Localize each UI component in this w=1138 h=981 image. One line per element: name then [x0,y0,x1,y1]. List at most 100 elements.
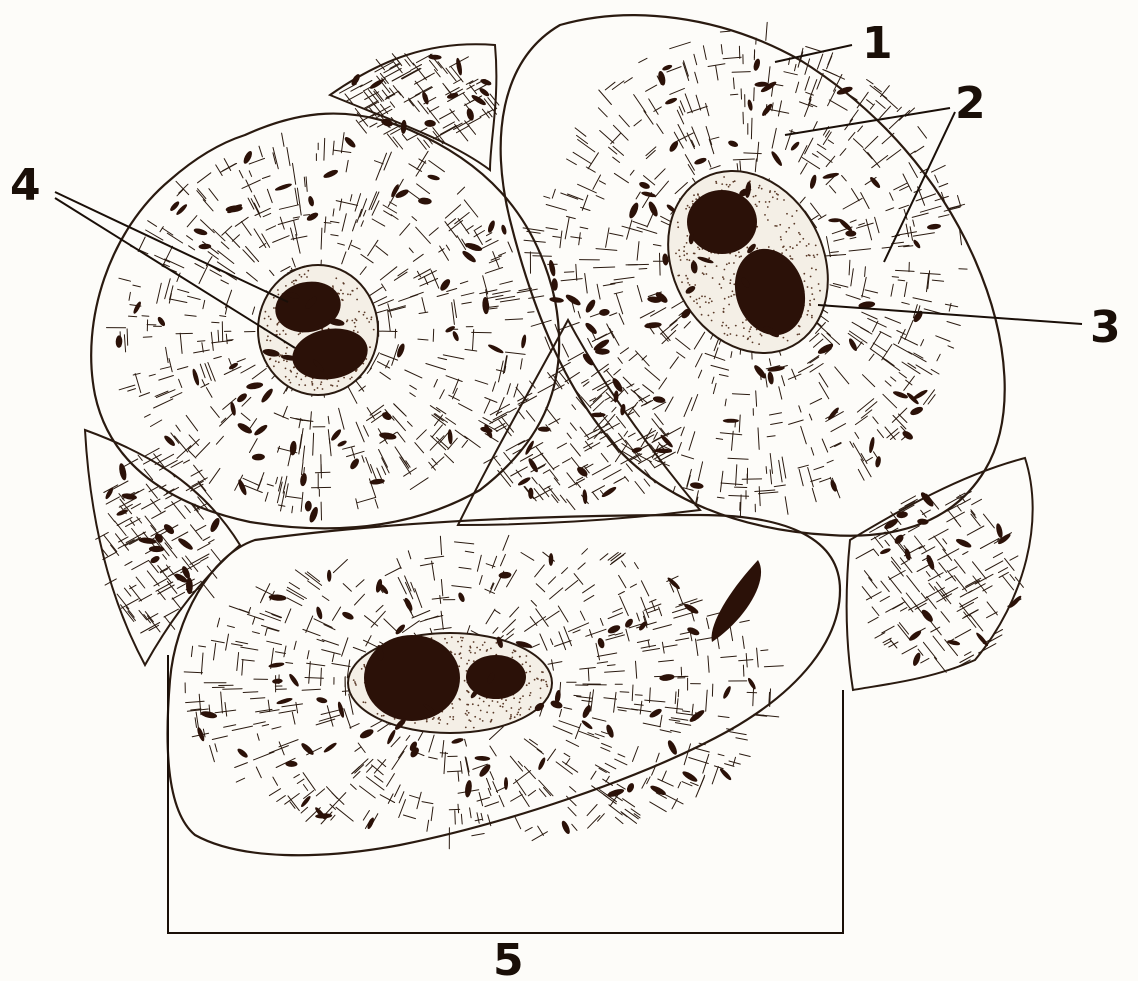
fibril-stroke [414,269,431,278]
stipple-dot [458,665,460,667]
fibril-stroke [746,654,747,668]
fibril-stroke [139,393,149,397]
fibril-stroke [592,486,605,493]
stipple-dot [719,283,721,285]
fibril-stroke [595,734,604,737]
fibril-stroke [278,505,285,506]
stipple-dot [356,288,358,290]
fibril-stroke [273,777,278,785]
fibril-stroke [862,312,877,319]
fibril-stroke [486,609,495,624]
fibril-stroke [457,187,464,194]
stipple-dot [510,716,512,718]
fibril-stroke [530,617,537,626]
fibril-stroke [921,658,929,663]
fibril-stroke [180,333,182,353]
fibril-stroke [532,832,547,841]
fibril-stroke [785,497,788,515]
fibril-stroke [809,414,811,420]
fibril-stroke [716,438,722,439]
stipple-dot [772,196,774,198]
fibril-stroke [187,216,197,227]
fibril-stroke [289,583,299,589]
fibril-stroke [928,395,935,404]
fibril-stroke [367,766,373,772]
fibril-stroke [462,302,472,304]
fibril-stroke [257,734,259,741]
stipple-dot [269,359,271,361]
fibril-stroke [438,62,447,74]
fibril-stroke [322,596,329,601]
stipple-dot [298,384,300,386]
fibril-stroke [985,561,1003,571]
fibril-stroke [148,221,157,227]
fibril-stroke [855,416,867,425]
stipple-dot [349,378,351,380]
fibril-stroke [466,226,473,231]
granule [548,259,557,276]
fibril-stroke [523,228,544,231]
fibril-stroke [739,415,740,432]
fibril-stroke [405,54,414,65]
fibril-stroke [243,250,254,262]
granule [719,767,733,781]
stipple-dot [279,333,281,335]
granule [648,707,663,719]
fibril-stroke [899,373,906,378]
fibril-stroke [429,757,438,759]
stipple-dot [732,290,734,292]
fibril-stroke [865,136,878,148]
fibril-stroke [281,267,290,272]
stipple-dot [701,295,703,297]
fibril-stroke [343,584,351,592]
stipple-dot [451,703,453,705]
stipple-dot [729,184,731,186]
fibril-stroke [618,358,622,364]
fibril-stroke [605,671,625,672]
fibril-stroke [446,418,456,425]
fibril-stroke [732,394,749,395]
fibril-stroke [659,607,662,616]
fibril-stroke [716,66,718,80]
stipple-dot [351,320,353,322]
fibril-stroke [386,91,398,98]
fibril-stroke [849,249,871,251]
stipple-dot [697,247,699,249]
fibril-stroke [440,390,445,399]
fibril-stroke [633,221,647,226]
stipple-dot [680,259,682,261]
stipple-dot [282,330,284,332]
fibril-stroke [325,217,326,233]
stipple-dot [541,671,543,673]
stipple-dot [699,298,701,300]
granule [403,597,414,612]
fibril-stroke [214,357,222,359]
stipple-dot [298,334,300,336]
fibril-stroke [600,131,614,144]
fibril-stroke [433,329,434,341]
fibril-stroke [455,811,456,825]
stipple-dot [767,206,769,208]
fibril-stroke [613,146,624,155]
fibril-stroke [356,422,364,442]
stipple-dot [782,246,784,248]
granule [649,784,667,797]
stipple-dot [525,661,527,663]
fibril-stroke [393,416,406,431]
fibril-stroke [294,221,297,235]
fibril-stroke [578,563,585,569]
stipple-dot [264,318,266,320]
fibril-stroke [927,597,937,609]
stipple-dot [482,720,484,722]
granule [307,195,315,207]
fibril-stroke [121,599,138,608]
fibril-stroke [733,159,754,160]
stipple-dot [786,213,788,215]
fibril-stroke [626,464,632,472]
fibril-stroke [524,766,535,778]
granule [517,476,531,487]
fibril-stroke [771,422,783,424]
fibril-stroke [720,433,741,435]
fibril-stroke [315,472,330,473]
stipple-dot [736,335,738,337]
